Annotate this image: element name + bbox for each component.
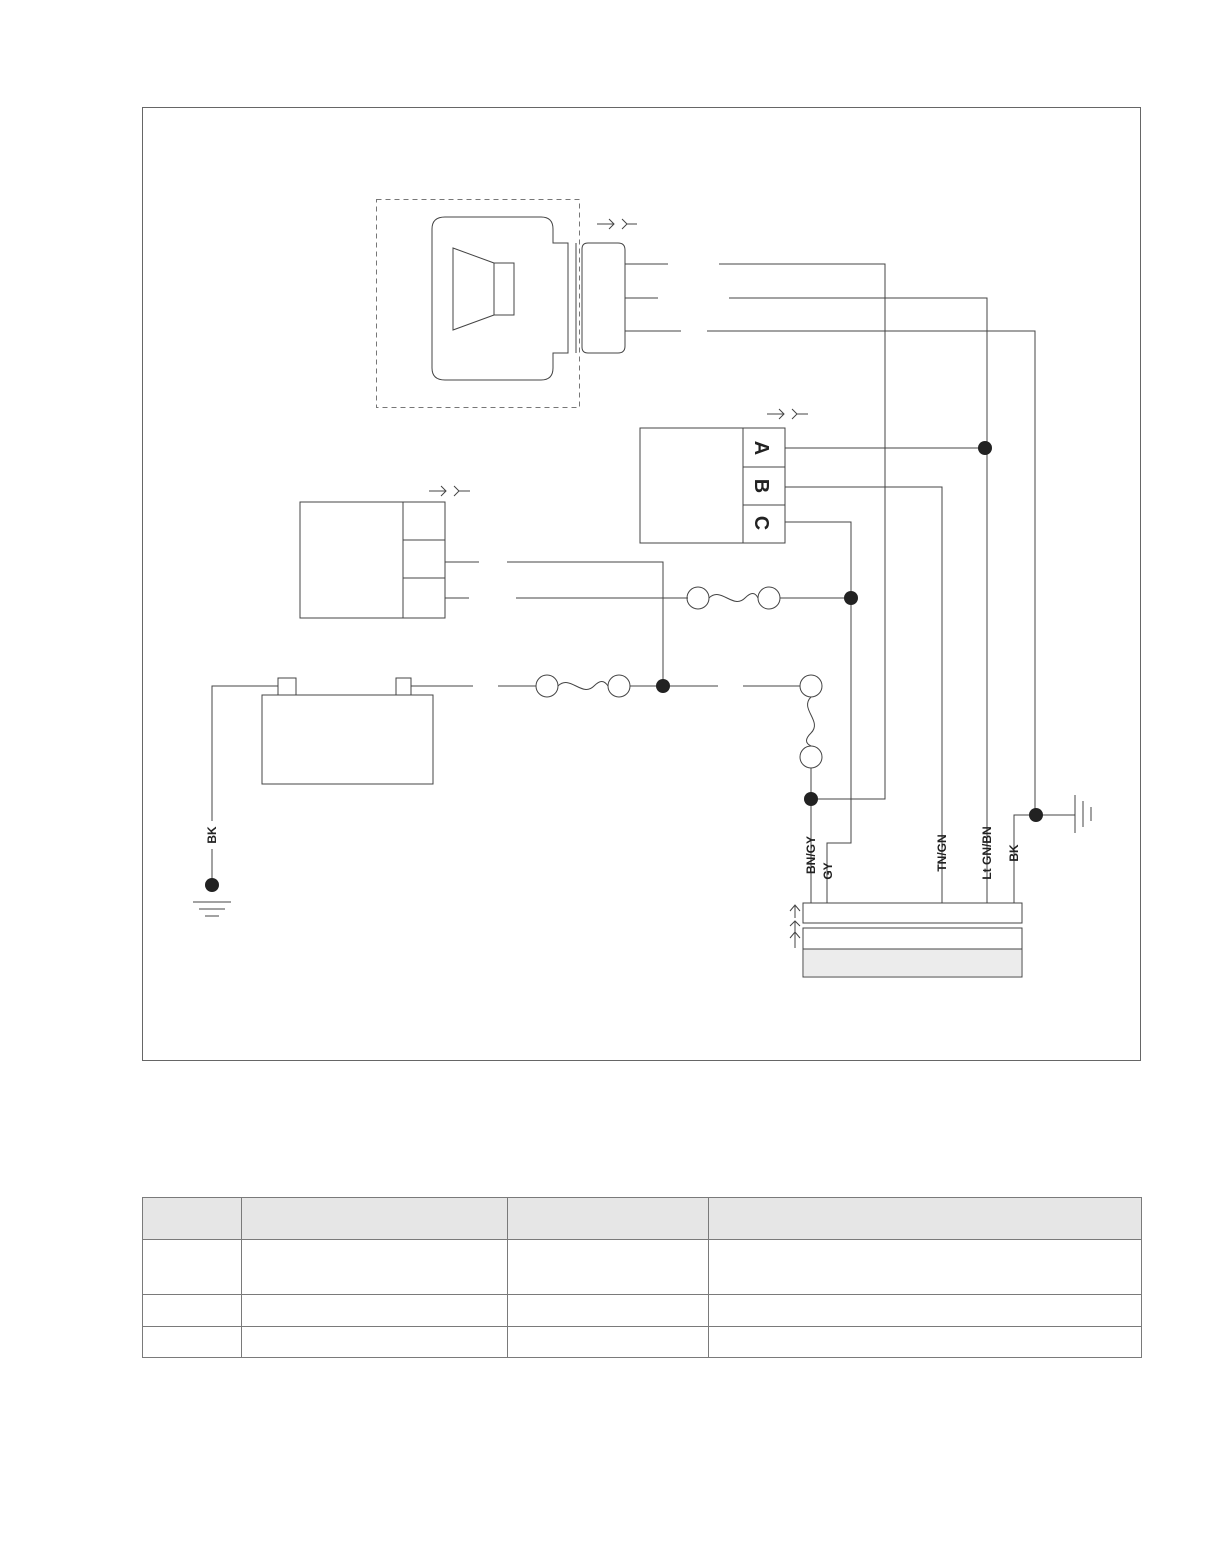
wire-label-tn-gn: TN/GN	[935, 834, 949, 871]
table-header-cell	[708, 1197, 1142, 1240]
wire-label-right-bk: BK	[1007, 844, 1021, 862]
table-header-cell	[142, 1197, 242, 1240]
pin-label-c: C	[750, 516, 772, 530]
control-module	[802, 902, 1023, 978]
connector-symbol-icon	[429, 218, 808, 948]
wiring-diagram: A B C BK BN/GY GY TN/GN Lt GN/BN BK	[142, 107, 1141, 1061]
junction-dot	[656, 679, 670, 693]
legend-table	[142, 1197, 1142, 1358]
wire-label-gy: GY	[821, 862, 835, 879]
diagram-frame	[142, 107, 1141, 1061]
relay-box	[299, 501, 851, 686]
table-cell	[241, 1239, 508, 1295]
junction-dot	[844, 591, 858, 605]
table-cell	[241, 1326, 508, 1358]
table-row	[142, 1239, 1142, 1295]
table-cell	[507, 1326, 709, 1358]
table-row	[142, 1294, 1142, 1327]
table-cell	[142, 1294, 242, 1327]
wire-label-bn-gy: BN/GY	[804, 836, 818, 874]
junction-dot	[1029, 808, 1043, 822]
table-row	[142, 1326, 1142, 1358]
table-cell	[708, 1326, 1142, 1358]
table-header-cell	[507, 1197, 709, 1240]
wire-label-lt-gn-bn: Lt GN/BN	[980, 826, 994, 879]
table-cell	[708, 1239, 1142, 1295]
speaker-component	[376, 199, 580, 408]
table-cell	[708, 1294, 1142, 1327]
table-cell	[507, 1294, 709, 1327]
table-cell	[241, 1294, 508, 1327]
battery	[193, 677, 800, 917]
pin-label-a: A	[750, 441, 772, 455]
ground-dot	[205, 878, 219, 892]
speaker-icon	[452, 247, 495, 331]
sensor-module	[639, 427, 985, 903]
table-cell	[142, 1239, 242, 1295]
junction-dot	[978, 441, 992, 455]
fuse-1	[686, 586, 781, 610]
table-cell	[142, 1326, 242, 1358]
table-header-cell	[241, 1197, 508, 1240]
wire-label-left-bk: BK	[205, 826, 219, 844]
fuse-2	[535, 674, 631, 698]
table-header-row	[142, 1197, 1142, 1240]
table-cell	[507, 1239, 709, 1295]
speaker-connector	[575, 242, 1092, 903]
fuse-3	[799, 674, 823, 903]
pin-label-b: B	[750, 479, 772, 493]
junction-dot	[804, 792, 818, 806]
legend-table-container	[142, 1197, 1142, 1358]
